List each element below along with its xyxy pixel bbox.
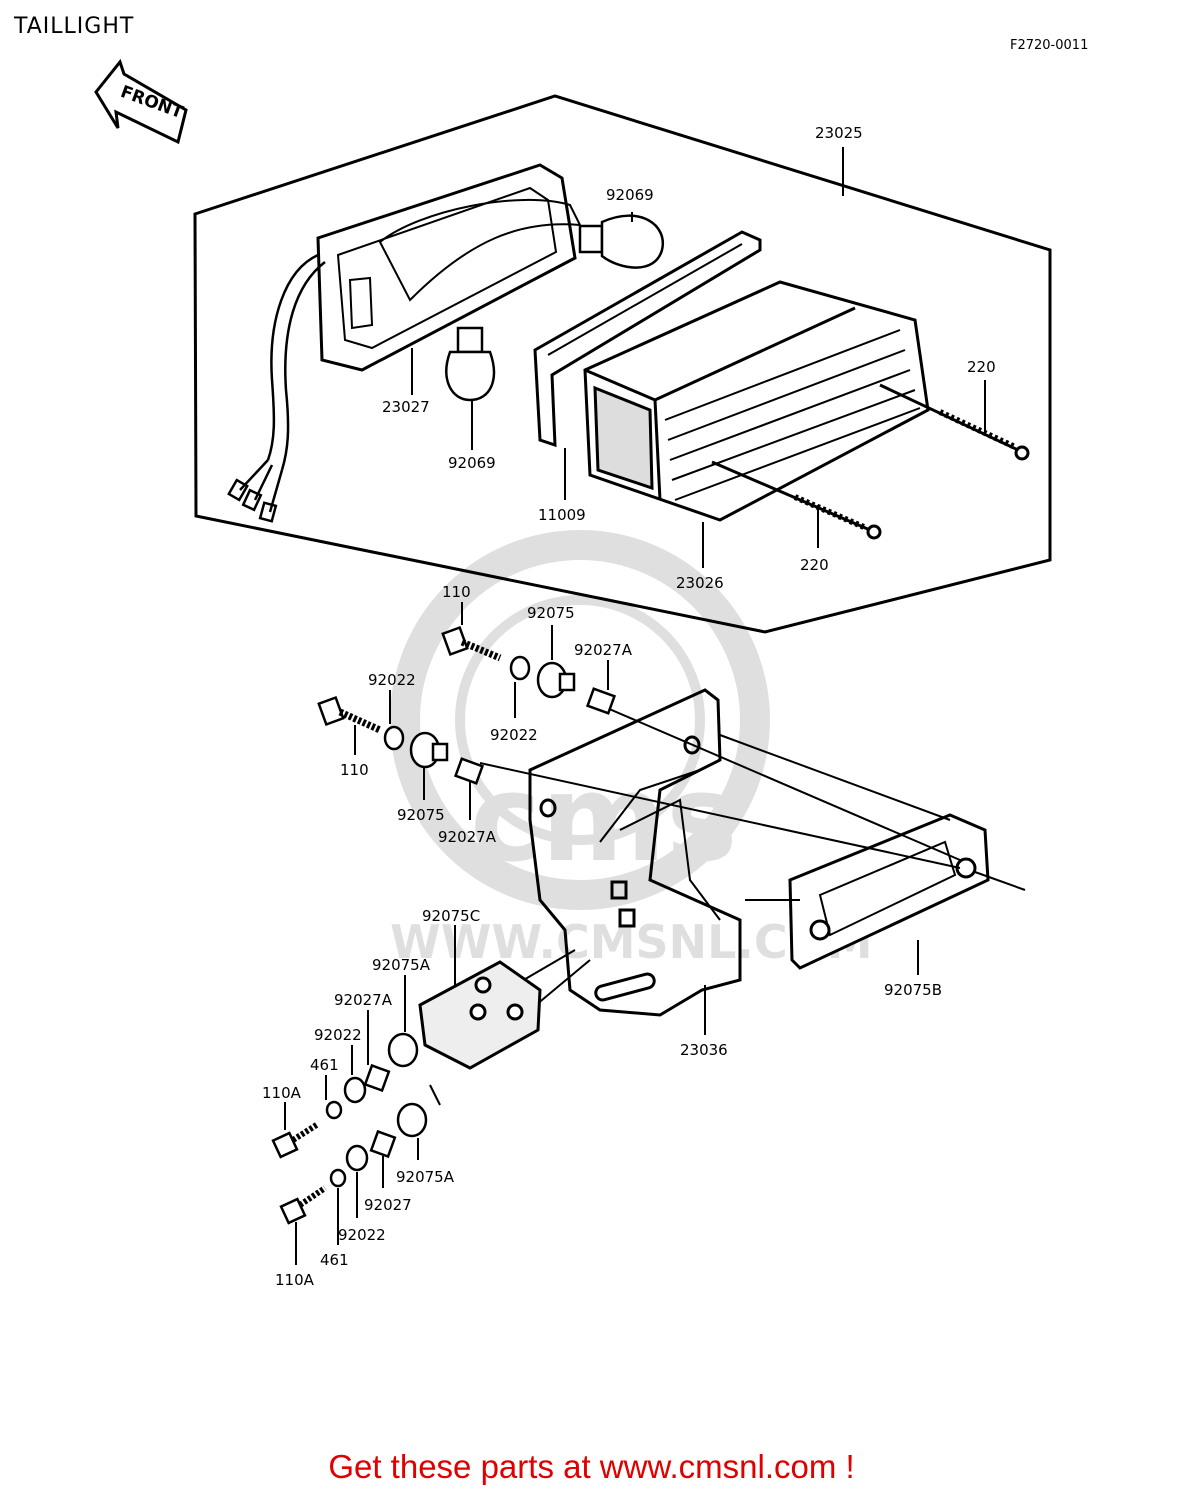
- label-110: 110: [442, 583, 471, 601]
- label-92027a: 92027A: [334, 991, 393, 1009]
- rubber-plate-92075b: [788, 813, 990, 970]
- label-92022: 92022: [314, 1026, 362, 1044]
- collar-92027a-lower: [453, 757, 485, 785]
- label-23026: 23026: [676, 574, 724, 592]
- bolt-110a-upper: [271, 1121, 320, 1159]
- label-92022: 92022: [338, 1226, 386, 1244]
- label-220: 220: [967, 358, 996, 376]
- exploded-parts-diagram: cms WWW.CMSNL.COM FRONT: [94, 58, 1052, 1289]
- nut-461: [325, 1100, 343, 1120]
- label-23036: 23036: [680, 1041, 728, 1059]
- label-92075: 92075: [527, 604, 575, 622]
- label-92075a: 92075A: [396, 1168, 455, 1186]
- label-11009: 11009: [538, 506, 586, 524]
- assembly-guide-lines: [429, 704, 1026, 1106]
- label-92027: 92027: [364, 1196, 412, 1214]
- collar-92027a-upper: [585, 687, 617, 715]
- label-23025: 23025: [815, 124, 863, 142]
- label-92027a: 92027A: [574, 641, 633, 659]
- bolt-110-upper: [441, 625, 502, 662]
- label-92022: 92022: [490, 726, 538, 744]
- gasket-11009: [533, 230, 762, 448]
- leader-lines-upper: [411, 212, 986, 568]
- collar-92027: [369, 1129, 397, 1159]
- washer-92022: [343, 1076, 367, 1104]
- label-92075: 92075: [397, 806, 445, 824]
- grommet-92075a-lower: [396, 1102, 428, 1138]
- bolt-110a-lower: [279, 1185, 327, 1225]
- label-92069: 92069: [606, 186, 654, 204]
- washer-92022-lower: [383, 725, 405, 751]
- label-92075b: 92075B: [884, 981, 942, 999]
- page-title: TAILLIGHT: [14, 14, 135, 39]
- nut-461-bottom: [329, 1168, 347, 1188]
- label-110a: 110A: [275, 1271, 315, 1289]
- taillight-lens-housing: [316, 163, 582, 372]
- taillight-lens-cover: [583, 280, 930, 522]
- screw-220-upper: [879, 383, 1030, 461]
- part-labels: 23025 92069 92069 23027 220 220 11009 23…: [262, 124, 996, 1289]
- label-461: 461: [310, 1056, 339, 1074]
- washer-92022-upper: [509, 655, 531, 681]
- grommet-92075-lower: [409, 731, 449, 769]
- label-110: 110: [340, 761, 369, 779]
- front-arrow-icon: FRONT: [94, 58, 188, 145]
- screw-220-lower: [711, 460, 882, 540]
- grommet-92075a-upper: [387, 1032, 419, 1068]
- label-461: 461: [320, 1251, 349, 1269]
- label-92027a: 92027A: [438, 828, 497, 846]
- label-220: 220: [800, 556, 829, 574]
- bulb-lower-icon: [445, 326, 496, 402]
- label-110a: 110A: [262, 1084, 302, 1102]
- label-23027: 23027: [382, 398, 430, 416]
- label-92022: 92022: [368, 671, 416, 689]
- footer-link[interactable]: Get these parts at www.cmsnl.com !: [328, 1448, 855, 1485]
- bolt-110-lower: [317, 695, 382, 734]
- assembly-outline-23025: [193, 94, 1052, 634]
- washer-92022-bottom: [345, 1144, 369, 1172]
- rubber-damper-92075c: [418, 960, 542, 1070]
- label-92075c: 92075C: [422, 907, 480, 925]
- taillight-wiring: [227, 253, 326, 523]
- collar-92027a: [363, 1063, 391, 1093]
- leader-lines-lower: [284, 602, 919, 1265]
- grommet-92075-upper: [536, 661, 576, 699]
- label-92075a: 92075A: [372, 956, 431, 974]
- diagram-code: F2720-0011: [1010, 38, 1089, 53]
- label-92069: 92069: [448, 454, 496, 472]
- bulb-upper-icon: [578, 214, 665, 269]
- mounting-bracket-23036: [528, 688, 742, 1017]
